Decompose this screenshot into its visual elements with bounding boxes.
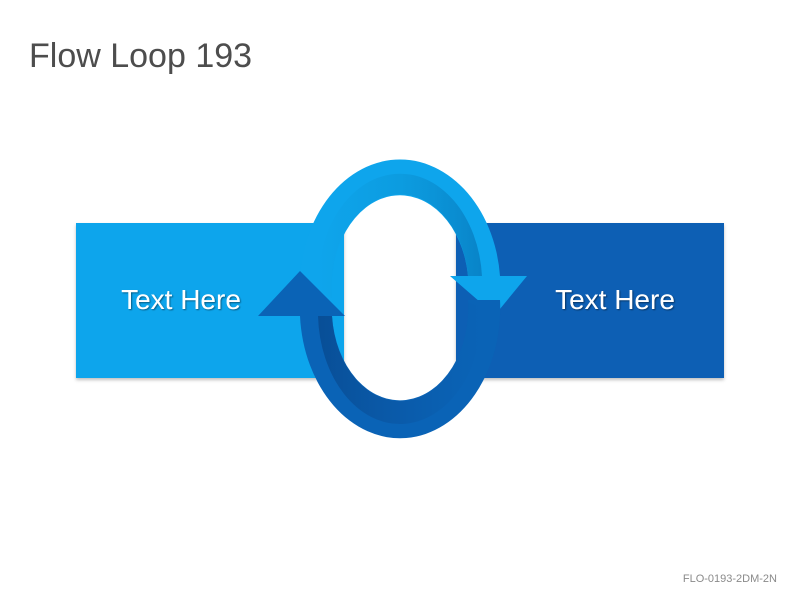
left-box-label: Text Here (121, 284, 241, 315)
top-loop-arrow (299, 159, 527, 315)
slide-code: FLO-0193-2DM-2N (682, 573, 777, 585)
slide-title: Flow Loop 193 (29, 37, 253, 75)
bottom-loop-arrow (258, 271, 501, 439)
right-box-label: Text Here (555, 284, 675, 315)
